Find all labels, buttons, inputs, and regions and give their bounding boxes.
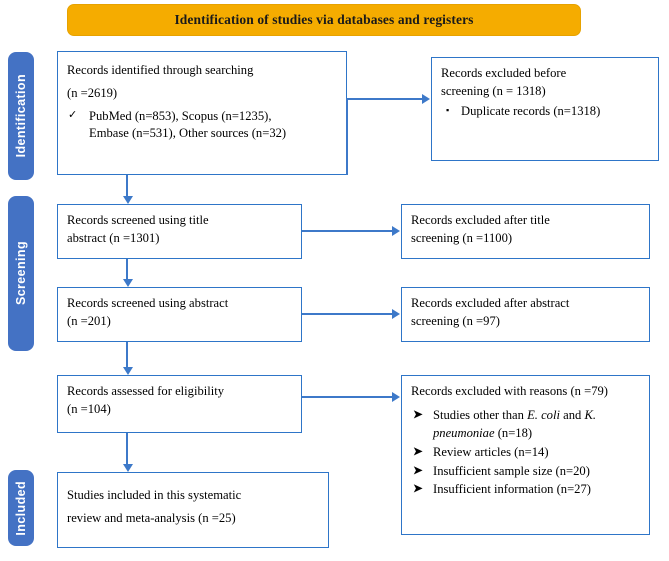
arrowhead-to-box2 — [123, 196, 133, 204]
connector-v-box4-to-box5 — [126, 433, 128, 464]
duplicate-records-text: Duplicate records (n=1318) — [461, 103, 601, 118]
screened-abstract-line1: Records screened using abstract — [67, 296, 229, 310]
assessed-line2: (n =104) — [67, 401, 111, 416]
excluded-title-line1: Records excluded after title — [411, 213, 550, 227]
arrowhead-to-box3 — [123, 279, 133, 287]
records-identified-sources: ✓ PubMed (n=853), Scopus (n=1235), Embas… — [67, 108, 337, 144]
box-records-screened-abstract: Records screened using abstract (n =201) — [57, 287, 302, 342]
arrowhead-to-excluded-title — [392, 226, 400, 236]
box-records-assessed-eligibility: Records assessed for eligibility (n =104… — [57, 375, 302, 433]
box-excluded-after-abstract: Records excluded after abstract screenin… — [401, 287, 650, 342]
source-line-2: Embase (n=531), Other sources (n=32) — [89, 126, 287, 141]
box-records-identified: Records identified through searching (n … — [57, 51, 347, 175]
included-line1: Studies included in this systematic — [67, 488, 242, 502]
stage-chip-included: Included — [8, 470, 34, 546]
reason-species-post: (n=18) — [494, 425, 533, 440]
assessed-line1: Records assessed for eligibility — [67, 384, 225, 398]
connector-v-box1-to-excl1 — [346, 98, 348, 175]
list-item: ▪ Duplicate records (n=1318) — [441, 103, 649, 121]
box-excluded-with-reasons: Records excluded with reasons (n =79) ➤ … — [401, 375, 650, 535]
excluded-title-line2: screening (n =1100) — [411, 230, 513, 245]
reason-species-mid: and — [559, 407, 585, 422]
arrowhead-to-box5 — [123, 464, 133, 472]
included-line2: review and meta-analysis (n =25) — [67, 511, 236, 526]
arrowhead-to-excluded-abstract — [392, 309, 400, 319]
list-item: ➤ Review articles (n=14) — [411, 444, 640, 462]
stage-label-screening: Screening — [14, 241, 28, 306]
stage-chip-identification: Identification — [8, 52, 34, 180]
list-item: Embase (n=531), Other sources (n=32) — [67, 125, 337, 143]
excluded-reasons-heading: Records excluded with reasons (n =79) — [411, 384, 609, 398]
connector-h-box3-to-excl3 — [302, 313, 393, 315]
reason-species-pre: Studies other than — [433, 407, 528, 422]
check-icon: ✓ — [68, 108, 78, 121]
reason-sample-size: Insufficient sample size (n=20) — [433, 463, 590, 478]
arrowhead-to-excluded-reasons — [392, 392, 400, 402]
arrowhead-to-excluded-before — [422, 94, 430, 104]
connector-h-box4-to-excl4 — [302, 396, 393, 398]
connector-h-box2-to-excl2 — [302, 230, 393, 232]
square-bullet-icon: ▪ — [446, 104, 450, 115]
list-item: ➤ Insufficient information (n=27) — [411, 481, 640, 499]
box-records-screened-title: Records screened using title abstract (n… — [57, 204, 302, 259]
box-excluded-after-title: Records excluded after title screening (… — [401, 204, 650, 259]
screened-title-line1: Records screened using title — [67, 213, 209, 227]
connector-v-box2-to-box3 — [126, 259, 128, 279]
source-line-1: PubMed (n=853), Scopus (n=1235), — [89, 108, 272, 123]
connector-v-box1-to-box2 — [126, 175, 128, 197]
arrow-bullet-icon: ➤ — [413, 408, 423, 421]
records-identified-line1: Records identified through searching — [67, 63, 254, 77]
arrowhead-to-box4 — [123, 367, 133, 375]
stage-label-identification: Identification — [14, 74, 28, 158]
stage-label-included: Included — [14, 480, 28, 536]
box-excluded-before-screening: Records excluded before screening (n = 1… — [431, 57, 659, 161]
box-studies-included: Studies included in this systematic revi… — [57, 472, 329, 548]
arrow-bullet-icon: ➤ — [413, 483, 423, 496]
list-item: ➤ Insufficient sample size (n=20) — [411, 463, 640, 481]
screened-abstract-line2: (n =201) — [67, 313, 111, 328]
reason-review-articles: Review articles (n=14) — [433, 444, 549, 459]
reason-species-kpneu: K. pneumoniae — [433, 407, 597, 440]
excluded-abstract-line1: Records excluded after abstract — [411, 296, 570, 310]
reason-insufficient-info: Insufficient information (n=27) — [433, 482, 591, 497]
excluded-before-items: ▪ Duplicate records (n=1318) — [441, 103, 649, 121]
reason-species-ecoli: E. coli — [527, 407, 560, 422]
stage-chip-screening: Screening — [8, 196, 34, 351]
list-item: ✓ PubMed (n=853), Scopus (n=1235), — [67, 108, 337, 126]
excluded-before-line2: screening (n = 1318) — [441, 83, 546, 98]
list-item: ➤ Studies other than E. coli and K. pneu… — [411, 407, 640, 443]
banner-title: Identification of studies via databases … — [174, 12, 474, 27]
records-identified-line2: (n =2619) — [67, 86, 118, 101]
excluded-reasons-items: ➤ Studies other than E. coli and K. pneu… — [411, 407, 640, 499]
diagram-banner: Identification of studies via databases … — [67, 4, 581, 36]
connector-h-box1-to-excl1 — [346, 98, 423, 100]
screened-title-line2: abstract (n =1301) — [67, 230, 160, 245]
connector-v-box3-to-box4 — [126, 342, 128, 367]
excluded-before-line1: Records excluded before — [441, 66, 567, 80]
arrow-bullet-icon: ➤ — [413, 445, 423, 458]
excluded-abstract-line2: screening (n =97) — [411, 313, 500, 328]
arrow-bullet-icon: ➤ — [413, 464, 423, 477]
